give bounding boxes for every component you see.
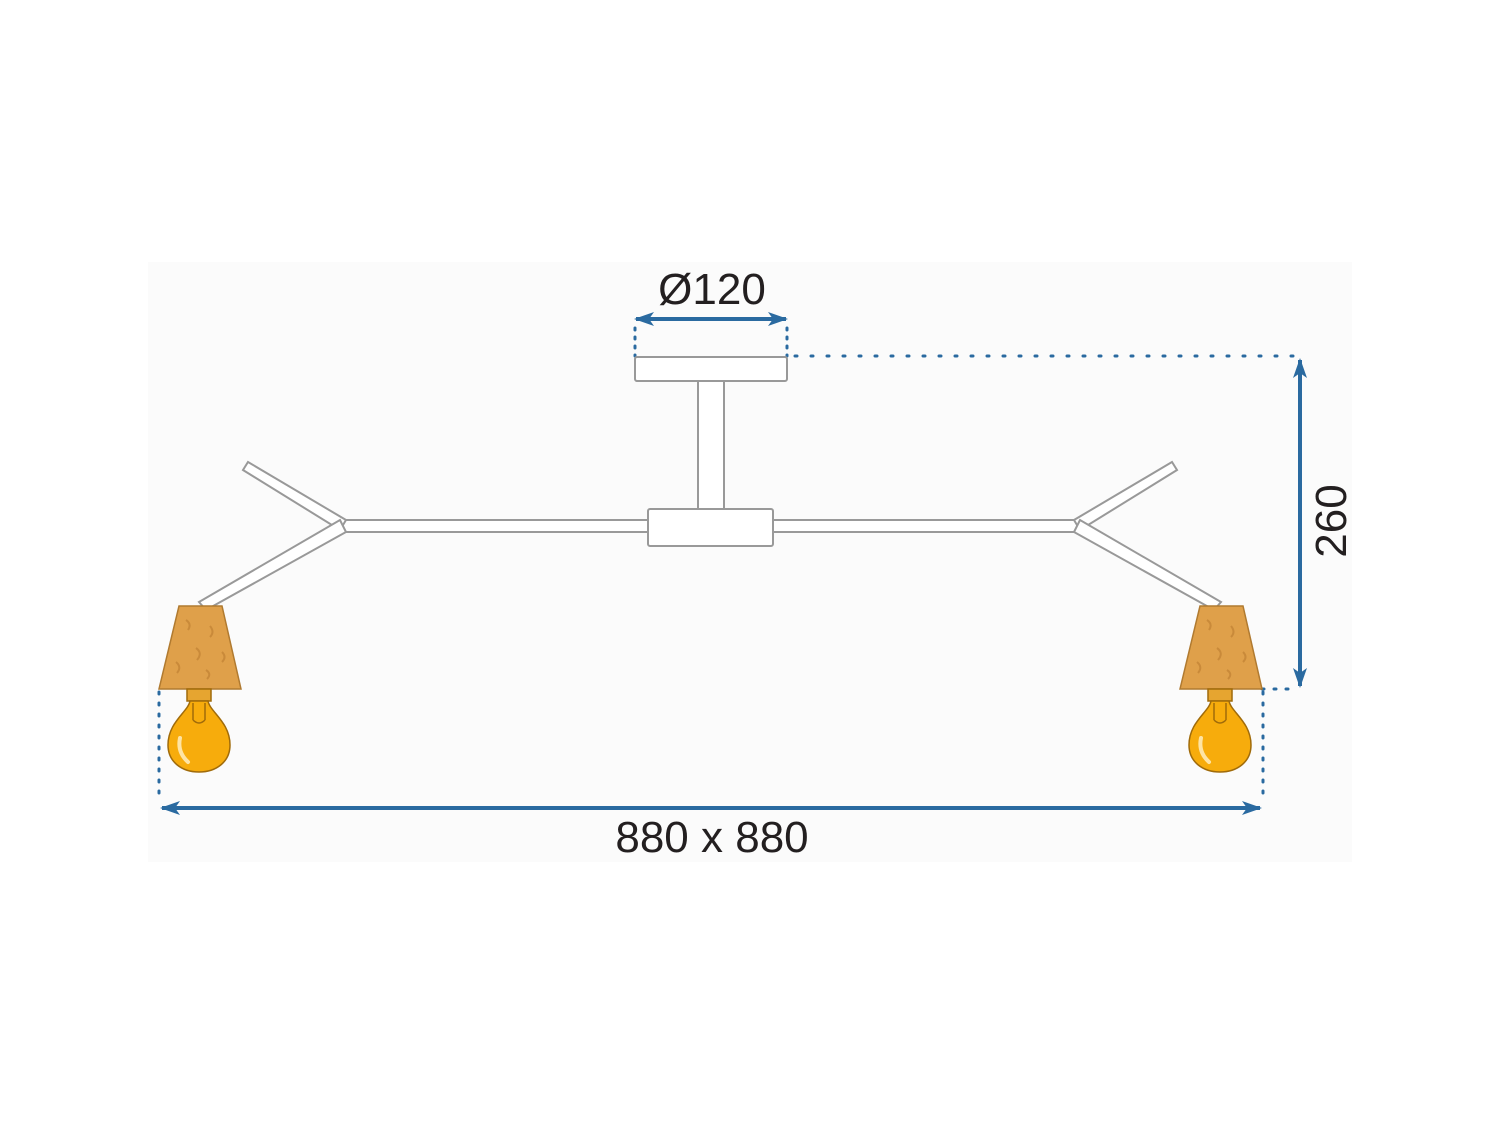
height-dimension: 260 (793, 354, 1356, 691)
lamp-shade-bulb-icon (1179, 605, 1263, 773)
background-panel (148, 262, 1352, 862)
height-label: 260 (1307, 484, 1356, 557)
span-label: 880 x 880 (615, 813, 808, 862)
ceiling-lamp (158, 356, 1263, 773)
central-hub (647, 508, 774, 547)
lamp-shade-bulb-icon (158, 605, 242, 773)
canopy-diameter-label: Ø120 (658, 265, 766, 314)
lamp-stem (697, 380, 725, 510)
canopy-diameter-dimension: Ø120 (633, 265, 789, 358)
right-bulb-socket (1207, 688, 1233, 702)
left-arm (197, 460, 649, 612)
ceiling-canopy-icon (634, 356, 788, 382)
left-bulb-socket (186, 688, 212, 702)
span-dimension: 880 x 880 (157, 690, 1265, 862)
